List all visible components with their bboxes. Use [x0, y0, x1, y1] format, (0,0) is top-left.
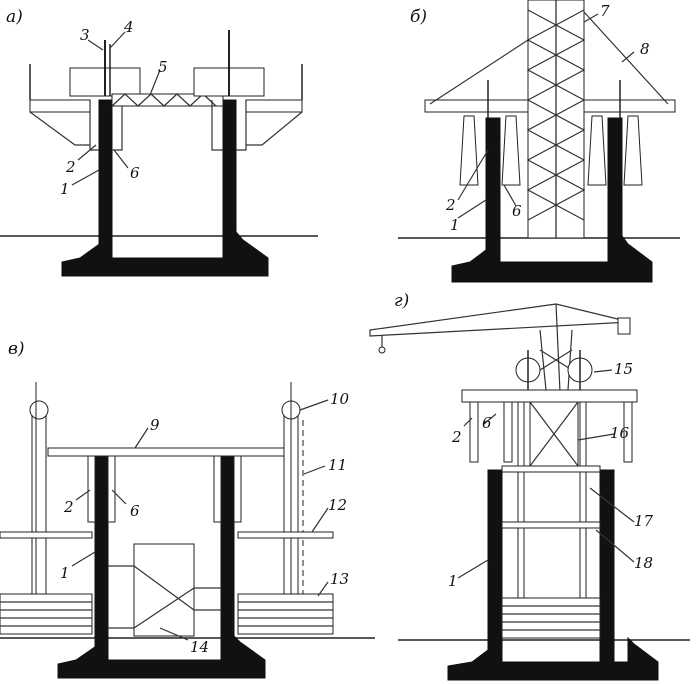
frame-16 [517, 401, 587, 639]
truss-5 [111, 93, 224, 107]
wall-g-right [599, 469, 615, 663]
label-v-10: 10 [330, 390, 350, 408]
label-a-5: 5 [158, 58, 168, 76]
ring-beam-17 [501, 465, 601, 473]
tower-7 [526, 0, 586, 239]
panel-a-letter: а) [6, 7, 23, 27]
label-a-1: 1 [60, 180, 70, 198]
panel-v: в) [0, 339, 375, 679]
label-b-7: 7 [600, 2, 610, 20]
panel-b-letter: б) [410, 7, 427, 27]
label-g-15: 15 [614, 360, 633, 378]
label-v-1: 1 [60, 564, 70, 582]
label-v-11: 11 [328, 456, 347, 474]
label-a-3: 3 [80, 26, 90, 44]
label-b-1: 1 [450, 216, 460, 234]
label-g-18: 18 [634, 554, 653, 572]
wall-a-left [98, 99, 113, 259]
wall-g-left [487, 469, 503, 663]
foundation-a [61, 230, 269, 277]
label-g-16: 16 [610, 424, 630, 442]
wall-b-right [607, 117, 623, 263]
panel-g-letter: г) [394, 291, 409, 311]
ring-beam-18 [501, 521, 601, 529]
label-b-8: 8 [640, 40, 650, 58]
label-b-2: 2 [445, 196, 456, 214]
storage-13 [0, 593, 334, 635]
label-a-6: 6 [130, 164, 140, 182]
label-a-4: 4 [123, 18, 134, 36]
platform-12 [237, 531, 334, 539]
label-v-9: 9 [150, 416, 160, 434]
label-a-2: 2 [65, 158, 76, 176]
label-g-17: 17 [634, 512, 654, 530]
wall-v-right [220, 455, 235, 661]
label-v-2: 2 [63, 498, 74, 516]
label-g-1: 1 [448, 572, 458, 590]
beam-9 [47, 447, 289, 457]
foundation-b [451, 234, 653, 283]
wall-a-right [222, 99, 237, 259]
crane [369, 303, 631, 393]
label-g-2: 2 [451, 428, 462, 446]
wall-v-left [94, 455, 109, 661]
foundation-v [57, 634, 266, 679]
panel-g: г) [369, 291, 690, 681]
stairs-14 [108, 543, 221, 637]
label-b-6: 6 [512, 202, 522, 220]
label-v-12: 12 [328, 496, 347, 514]
label-v-14: 14 [190, 638, 209, 656]
label-v-13: 13 [330, 570, 349, 588]
panel-v-letter: в) [8, 339, 25, 359]
panel-b: б) 7 8 2 6 1 [398, 0, 680, 283]
label-v-6: 6 [130, 502, 140, 520]
wall-b-left [485, 117, 501, 263]
panel-a: а) 3 4 5 [0, 7, 318, 277]
label-g-6: 6 [482, 414, 492, 432]
foundation-g [447, 636, 659, 681]
